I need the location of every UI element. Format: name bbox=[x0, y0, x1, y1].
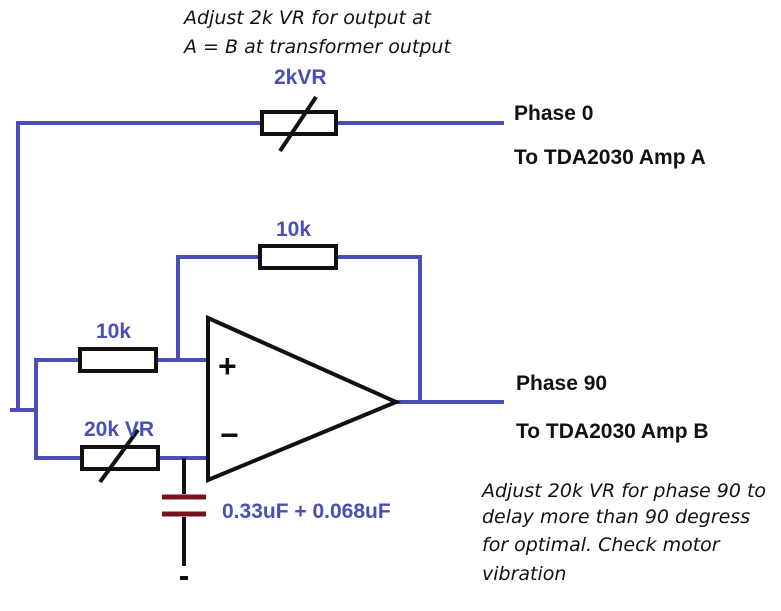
label-phase0: Phase 0 bbox=[514, 102, 593, 125]
wires bbox=[10, 121, 504, 460]
label-2kvr: 2kVR bbox=[274, 66, 327, 89]
note-bottom-line4: vibration bbox=[482, 563, 566, 585]
label-phase90-destination: To TDA2030 Amp B bbox=[516, 420, 709, 443]
opamp bbox=[206, 314, 402, 483]
label-input-10k: 10k bbox=[96, 320, 131, 343]
capacitor bbox=[162, 458, 206, 566]
label-capacitor: 0.33uF + 0.068uF bbox=[222, 500, 391, 523]
note-top-line1: Adjust 2k VR for output at bbox=[182, 7, 433, 29]
variable-resistor-20k bbox=[80, 428, 160, 484]
opamp-plus-sign: + bbox=[218, 348, 237, 384]
variable-resistor-2k bbox=[260, 95, 338, 153]
resistor-input-10k bbox=[78, 347, 158, 373]
note-bottom-line2: delay more than 90 degress bbox=[482, 506, 750, 528]
label-phase90: Phase 90 bbox=[516, 372, 607, 395]
label-20k-vr: 20k VR bbox=[84, 418, 154, 441]
resistor-feedback-10k bbox=[258, 244, 338, 270]
opamp-minus-sign: − bbox=[220, 417, 239, 453]
note-bottom-line1: Adjust 20k VR for phase 90 to bbox=[480, 480, 766, 502]
label-feedback-10k: 10k bbox=[276, 218, 311, 241]
label-phase0-destination: To TDA2030 Amp A bbox=[514, 146, 706, 169]
note-bottom-line3: for optimal. Check motor bbox=[482, 534, 721, 556]
note-top-line2: A = B at transformer output bbox=[182, 36, 452, 58]
